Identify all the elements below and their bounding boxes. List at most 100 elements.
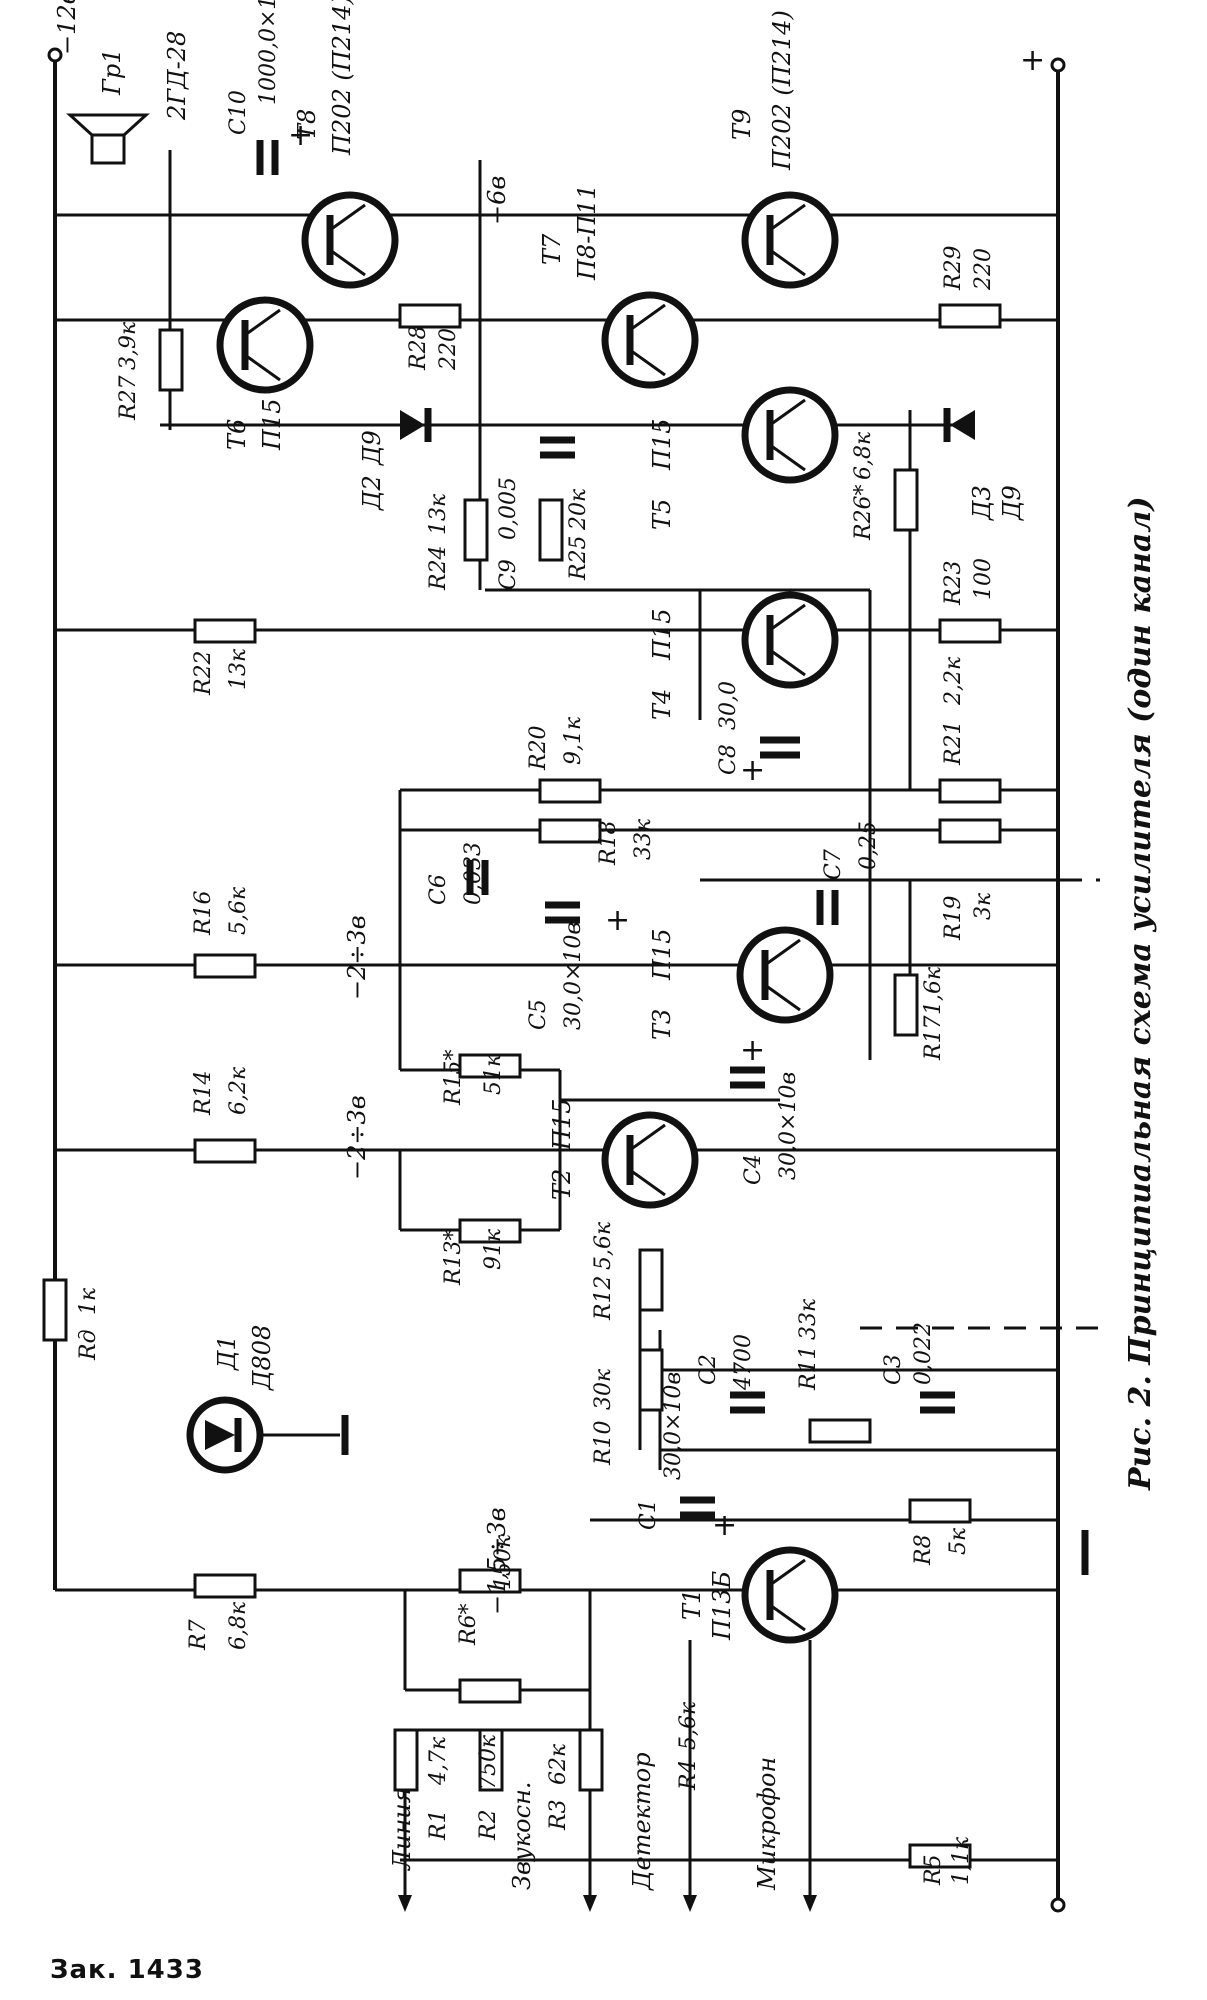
r19-value: 3к xyxy=(971,892,996,920)
r11-ref: R11 xyxy=(796,1345,821,1391)
svg-text:+: + xyxy=(288,118,313,153)
svg-text:+: + xyxy=(740,753,765,788)
voltage-note-3: −2÷3в xyxy=(343,1095,371,1180)
r25-ref: R25 xyxy=(566,535,591,581)
r2-value: 750к xyxy=(476,1734,501,1790)
r5-value: 1,1к xyxy=(949,1836,974,1885)
d2-type: Д9 xyxy=(358,430,386,466)
r27-ref: R27 xyxy=(116,375,141,421)
c1-value: 30,0×10в xyxy=(661,1372,686,1480)
r4-ref: R4 xyxy=(676,1759,701,1791)
r8-ref: R8 xyxy=(911,1534,936,1566)
r23-value: 100 xyxy=(971,558,996,600)
r22-ref: R22 xyxy=(191,650,216,696)
r8-value: 5к xyxy=(946,1527,971,1555)
r10-value: 30к xyxy=(591,1368,616,1410)
r10-ref: R10 xyxy=(591,1420,616,1466)
r20-value: 9,1к xyxy=(561,716,586,765)
d3-ref: Д3 xyxy=(968,485,996,521)
transistor-t8 xyxy=(301,191,399,289)
r18-ref: R18 xyxy=(596,820,621,866)
r14-ref: R14 xyxy=(191,1070,216,1116)
r23-ref: R23 xyxy=(941,560,966,606)
r28-value: 220 xyxy=(436,328,461,371)
plus-rail-label: + xyxy=(1020,43,1045,78)
c10-value: 1000,0×12в xyxy=(256,0,281,105)
voltage-note-2: −2÷3в xyxy=(343,915,371,1000)
c8-ref: C8 xyxy=(716,744,741,775)
capacitor-plates xyxy=(256,140,955,1519)
t1-ref: Т1 xyxy=(678,1589,706,1620)
svg-text:+: + xyxy=(712,1508,737,1543)
speaker-type: 2ГД-28 xyxy=(163,31,191,121)
r6-ref: R6* xyxy=(456,1603,481,1646)
stereo-link-dashes xyxy=(700,878,1100,1330)
r24-value: 13к xyxy=(426,493,451,535)
r13-value: 91к xyxy=(481,1228,506,1270)
minus-12v-label: −12в xyxy=(53,0,81,55)
t7-ref: Т7 xyxy=(538,233,566,265)
r19-ref: R19 xyxy=(941,895,966,941)
c7-ref: C7 xyxy=(821,849,846,880)
r11-value: 33к xyxy=(796,1298,821,1340)
transistor-t4 xyxy=(741,591,839,689)
t5-ref: Т5 xyxy=(648,499,676,530)
t3-type: П15 xyxy=(648,929,676,981)
r15-value: 51к xyxy=(481,1053,506,1095)
c2-ref: C2 xyxy=(696,1354,721,1385)
polarity-marks: + + + + + xyxy=(288,118,765,1543)
c3-ref: C3 xyxy=(881,1354,906,1385)
c7-value: 0,25 xyxy=(856,821,881,870)
voltage-note-1: −6в xyxy=(483,176,511,225)
c6-ref: C6 xyxy=(426,874,451,905)
r17-value: 1,6к xyxy=(921,966,946,1015)
input-phono-label: Звукосн. xyxy=(508,1781,536,1890)
c5-ref: C5 xyxy=(526,999,551,1030)
r3-value: 62к xyxy=(546,1743,571,1785)
t8-ref: Т8 xyxy=(293,109,321,140)
transistor-t7 xyxy=(601,291,699,389)
c1-ref: C1 xyxy=(636,1499,661,1530)
r6-value: 150к xyxy=(491,1534,516,1590)
voltage-note-4: −1,5÷3в xyxy=(483,1507,511,1615)
d3-type: Д9 xyxy=(998,485,1026,521)
r21-value: 2,2к xyxy=(941,656,966,706)
order-number: Зак. 1433 xyxy=(50,1955,204,1985)
speaker-icon xyxy=(66,113,150,165)
r5-ref: R5 xyxy=(921,1854,946,1886)
r28-ref: R28 xyxy=(406,325,431,371)
r7-ref: R7 xyxy=(186,1619,211,1651)
transistor-t9 xyxy=(741,191,839,289)
r3-ref: R3 xyxy=(546,1799,571,1831)
r13-ref: R13* xyxy=(441,1229,466,1286)
t8-type: П202 (П214) xyxy=(328,0,356,156)
diode-d3 xyxy=(943,408,975,442)
r7-value: 6,8к xyxy=(226,1601,251,1650)
t5-type: П15 xyxy=(648,419,676,471)
r12-ref: R12 xyxy=(591,1275,616,1321)
transistor-t5 xyxy=(741,386,839,484)
c9-value: 0,005 xyxy=(496,477,521,540)
transistor-t6 xyxy=(216,296,314,394)
c4-value: 30,0×10в xyxy=(776,1072,801,1180)
zener-d1 xyxy=(186,1396,349,1474)
svg-text:+: + xyxy=(740,1033,765,1068)
r18-value: 33к xyxy=(631,818,656,860)
r24-ref: R24 xyxy=(426,545,451,591)
r26-ref: R26* xyxy=(851,484,876,541)
r2-ref: R2 xyxy=(476,1809,501,1841)
transistor-t1 xyxy=(741,1546,839,1644)
t3-ref: Т3 xyxy=(648,1009,676,1040)
r14-value: 6,2к xyxy=(226,1066,251,1115)
r1-value: 4,7к xyxy=(426,1736,451,1786)
t4-ref: Т4 xyxy=(648,689,676,720)
t6-type: П15 xyxy=(258,399,286,451)
resistor-bodies xyxy=(42,303,1002,1869)
c3-value: 0,022 xyxy=(911,1322,936,1385)
r15-ref: R15* xyxy=(441,1049,466,1106)
c9-ref: C9 xyxy=(496,559,521,590)
c8-value: 30,0 xyxy=(716,681,741,730)
r20-ref: R20 xyxy=(526,725,551,771)
t6-ref: Т6 xyxy=(223,419,251,450)
